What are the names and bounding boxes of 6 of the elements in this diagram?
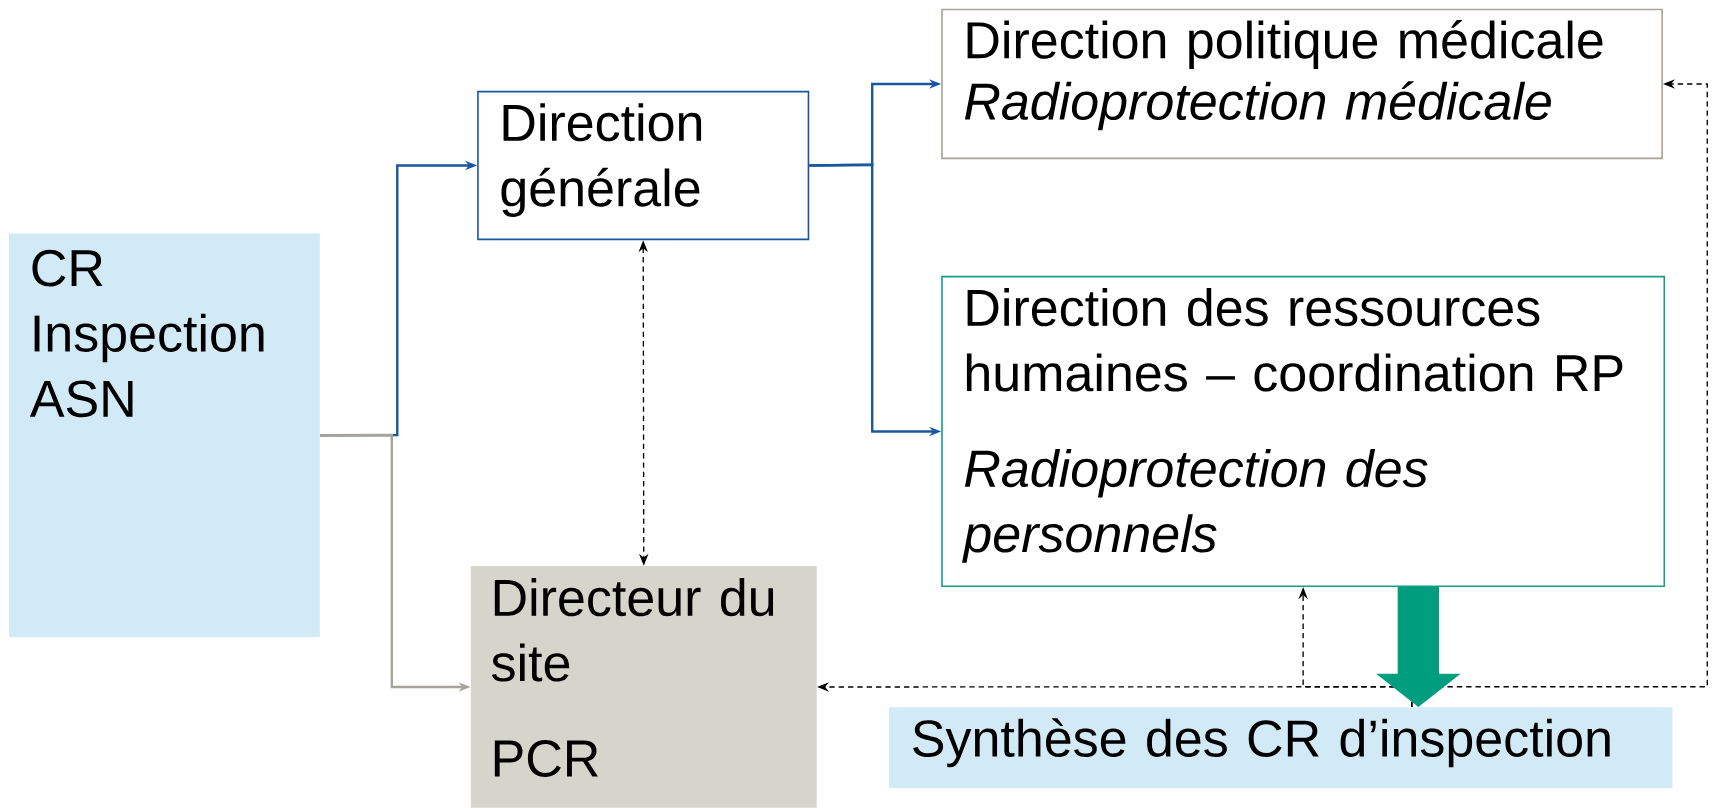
site-box: Directeur du site PCR	[470, 566, 817, 808]
source-box: CR Inspection ASN	[9, 233, 320, 638]
department-box: Direction des ressources humaines – coordination RP Radioprotection des personnels	[941, 275, 1666, 588]
process-box: Direction générale	[477, 91, 810, 241]
department-box: Direction politique médicale Radioprotection médicale	[941, 8, 1663, 160]
summary-box: Synthèse des CR d’inspection	[888, 707, 1673, 789]
